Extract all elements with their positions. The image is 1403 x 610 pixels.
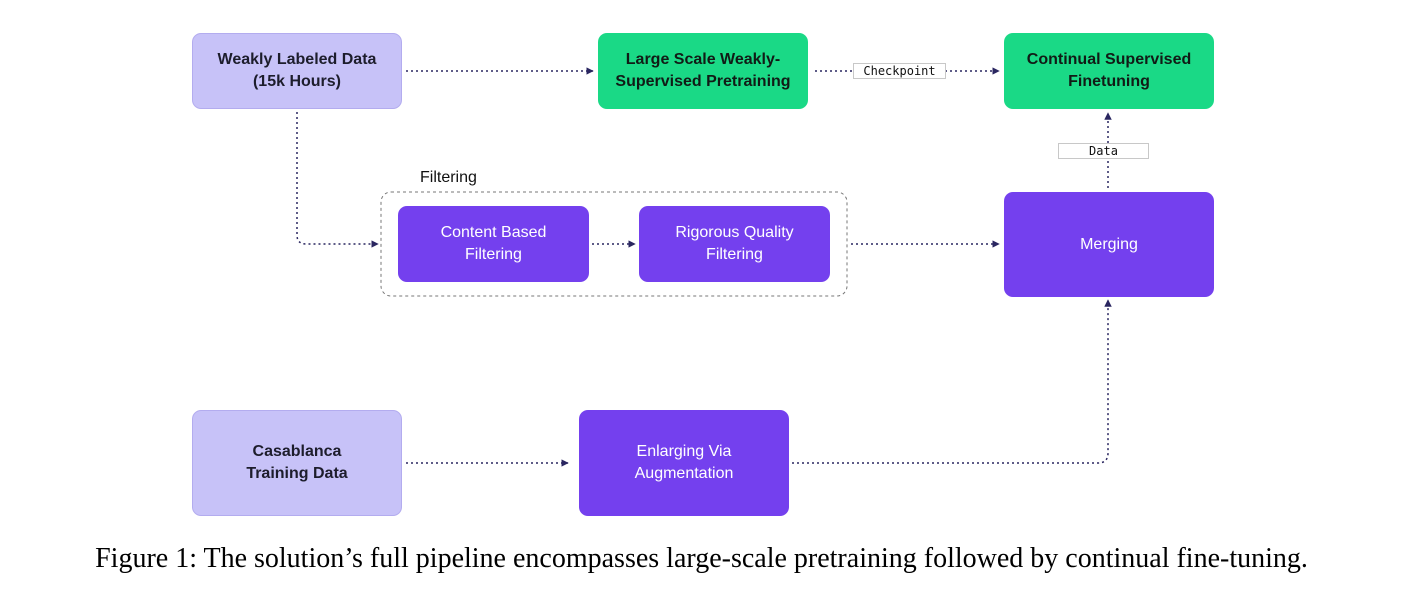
quality-filtering-node: Rigorous Quality Filtering — [639, 206, 830, 282]
checkpoint-label: Checkpoint — [853, 63, 946, 79]
content-filtering-node: Content Based Filtering — [398, 206, 589, 282]
augmentation-node: Enlarging Via Augmentation — [579, 410, 789, 516]
filtering-group-border — [380, 191, 848, 297]
pretraining-node: Large Scale Weakly- Supervised Pretraini… — [598, 33, 808, 109]
casablanca-data-node: Casablanca Training Data — [192, 410, 402, 516]
data-label: Data — [1058, 143, 1149, 159]
finetuning-node: Continual Supervised Finetuning — [1004, 33, 1214, 109]
weakly-labeled-data-node: Weakly Labeled Data (15k Hours) — [192, 33, 402, 109]
merging-node: Merging — [1004, 192, 1214, 297]
filtering-group-title: Filtering — [420, 169, 477, 186]
figure-caption: Figure 1: The solution’s full pipeline e… — [95, 543, 1308, 574]
edge-weakly-to-filtering — [296, 112, 379, 248]
edge-augmentation-to-merging — [792, 299, 1112, 464]
